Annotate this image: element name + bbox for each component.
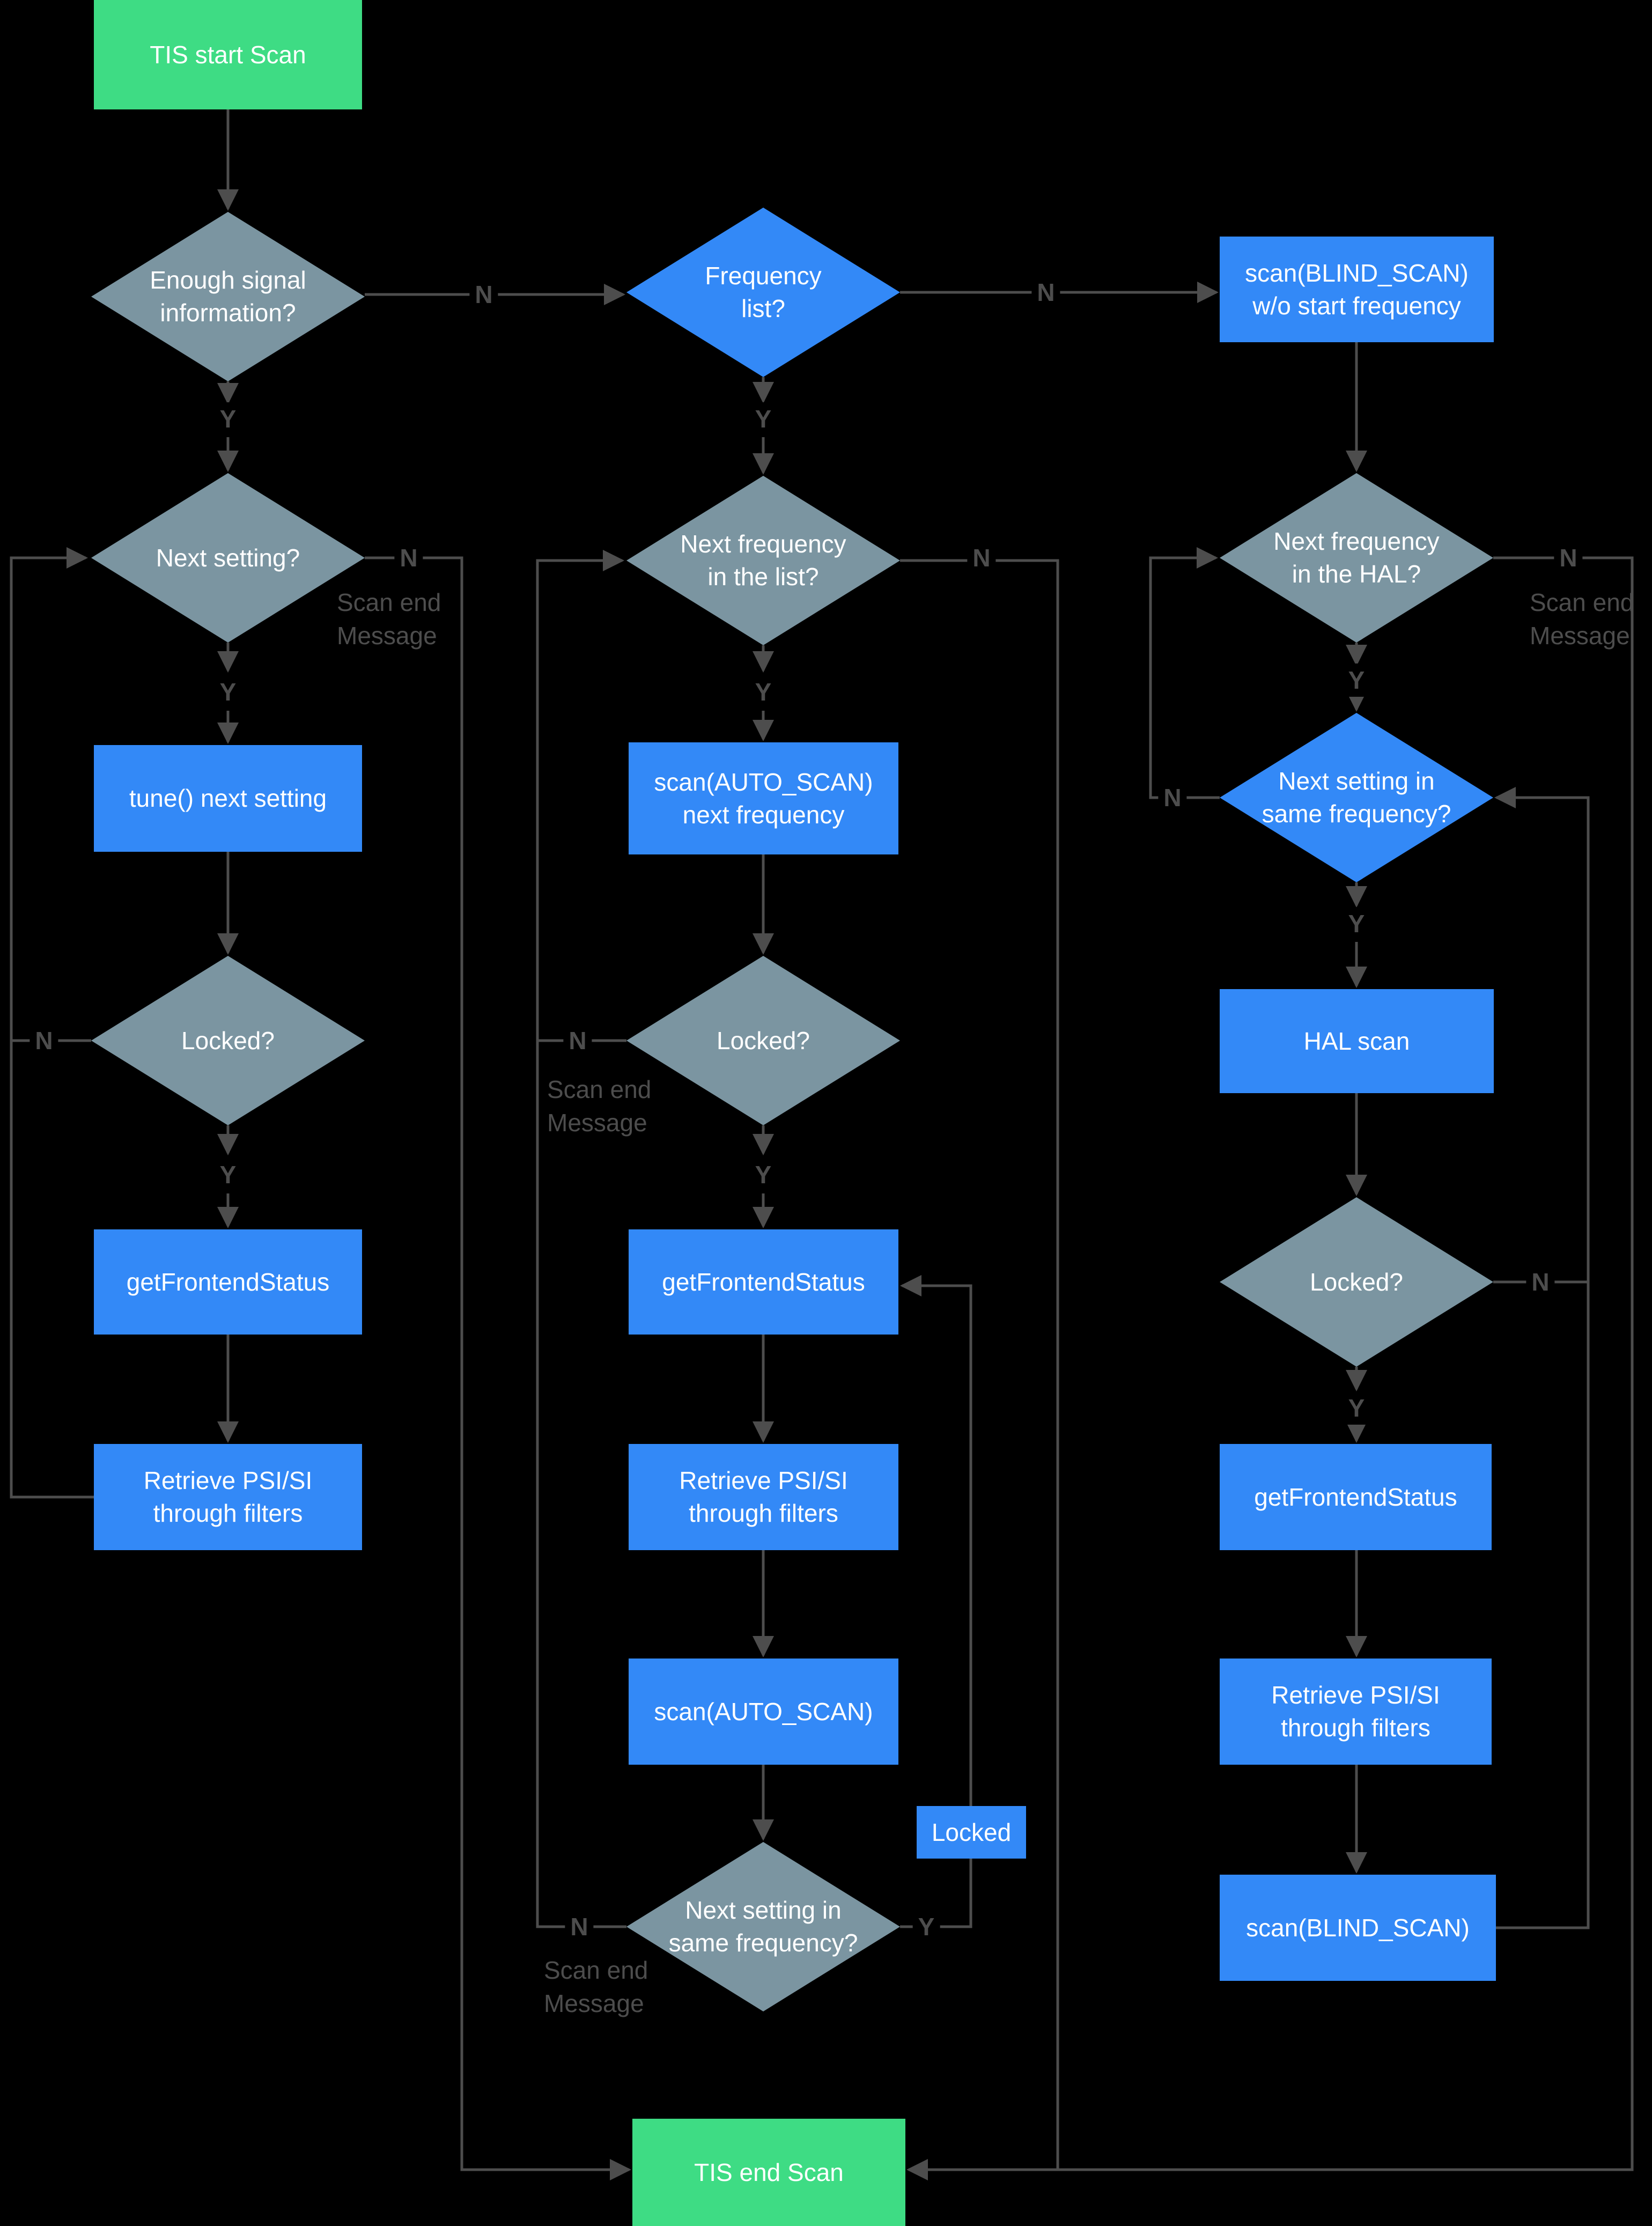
edge-label-n-same-freq-gray: N [565, 1910, 594, 1943]
node-end-label: TIS end Scan [694, 2158, 844, 2186]
node-tune-next-setting: tune() next setting [94, 745, 362, 852]
edge-label-n-locked-2: N [563, 1024, 592, 1057]
node-getfrontendstatus-3: getFrontendStatus [1220, 1444, 1492, 1550]
node-retrieve-psi-si-2: Retrieve PSI/SI through filters [629, 1444, 898, 1550]
decision-next-frequency-hal-label: Next frequency in the HAL? [1273, 527, 1440, 588]
node-tune-next-setting-label: tune() next setting [129, 784, 327, 813]
edge-label-y-locked-1: Y [214, 1158, 242, 1191]
edge-label-n-freqlist-to-blind: N [1031, 276, 1060, 309]
edge-label-y-enough: Y [214, 402, 242, 436]
node-blind-scan-wo-start-freq: scan(BLIND_SCAN) w/o start frequency [1220, 237, 1494, 342]
node-locked-tag: Locked [917, 1806, 1026, 1859]
decision-locked-3-label: Locked? [1310, 1267, 1403, 1296]
node-getfrontendstatus-3-label: getFrontendStatus [1254, 1483, 1457, 1511]
edge-label-y-locked-3: Y [1343, 1391, 1370, 1425]
node-blind-scan-wo-start-freq-label: scan(BLIND_SCAN) w/o start frequency [1245, 259, 1469, 320]
node-retrieve-psi-si-3: Retrieve PSI/SI through filters [1220, 1659, 1492, 1765]
node-getfrontendstatus-1: getFrontendStatus [94, 1229, 362, 1335]
node-blind-scan-2-label: scan(BLIND_SCAN) [1246, 1913, 1470, 1942]
node-scan-auto-2: scan(AUTO_SCAN) [629, 1659, 898, 1765]
node-hal-scan: HAL scan [1220, 989, 1494, 1093]
decision-locked-1-label: Locked? [181, 1026, 275, 1055]
edge-same-freq-gray-n-loop-to-next-freq-list [536, 550, 626, 1928]
edge-label-n-next-freq-hal: N [1554, 541, 1583, 574]
edge-label-n-enough-to-freqlist: N [469, 278, 498, 311]
note-scan-end-message-mid-upper: Scan end Message [547, 1075, 652, 1137]
edge-label-y-locked-2: Y [749, 1158, 777, 1191]
decision-next-setting-same-frequency-blue-label: Next setting in same frequency? [1262, 767, 1451, 828]
decision-next-setting-label: Next setting? [156, 543, 300, 572]
node-end: TIS end Scan [632, 2119, 905, 2226]
edge-same-freq-blue-n-loop-to-next-freq-hal [1149, 547, 1220, 799]
node-scan-auto-next-frequency-label: scan(AUTO_SCAN) next frequency [654, 768, 873, 829]
edge-label-n-same-freq-blue: N [1158, 781, 1187, 814]
edge-label-y-next-freq-hal: Y [1343, 664, 1370, 697]
edge-label-n-locked-3: N [1526, 1265, 1555, 1299]
node-getfrontendstatus-2: getFrontendStatus [629, 1229, 898, 1335]
edge-blindscan2-loop-to-same-freq-blue [1494, 787, 1590, 1929]
edge-label-n-locked-1: N [30, 1024, 58, 1057]
note-scan-end-message-right: Scan end Message [1530, 588, 1634, 650]
decision-locked-2-label: Locked? [717, 1026, 810, 1055]
edge-label-n-next-freq-list: N [967, 541, 996, 574]
node-retrieve-psi-si-2-label: Retrieve PSI/SI through filters [679, 1466, 848, 1527]
decision-next-frequency-list-label: Next frequency in the list? [680, 530, 846, 591]
decision-frequency-list-label: Frequency list? [705, 262, 822, 322]
edge-label-n-next-setting: N [394, 541, 423, 574]
node-start-label: TIS start Scan [150, 40, 306, 69]
node-scan-auto-2-label: scan(AUTO_SCAN) [654, 1697, 873, 1726]
node-scan-auto-next-frequency: scan(AUTO_SCAN) next frequency [629, 742, 898, 854]
node-getfrontendstatus-1-label: getFrontendStatus [126, 1267, 330, 1296]
note-scan-end-message-mid-lower: Scan end Message [544, 1956, 648, 2018]
edge-retrieve1-loop-to-next-setting [10, 547, 94, 1499]
edge-label-y-same-freq-blue: Y [1343, 907, 1370, 940]
node-getfrontendstatus-2-label: getFrontendStatus [662, 1267, 865, 1296]
node-retrieve-psi-si-1-label: Retrieve PSI/SI through filters [143, 1466, 313, 1527]
decision-next-setting-same-frequency-gray-label: Next setting in same frequency? [668, 1896, 858, 1957]
note-scan-end-message-left: Scan end Message [337, 588, 441, 650]
edge-label-y-freqlist: Y [749, 402, 777, 436]
node-start: TIS start Scan [94, 0, 362, 109]
node-locked-tag-label: Locked [931, 1818, 1012, 1846]
edge-label-y-same-freq-gray: Y [912, 1910, 940, 1943]
decision-enough-signal-label: Enough signal information? [150, 266, 306, 327]
node-retrieve-psi-si-3-label: Retrieve PSI/SI through filters [1271, 1681, 1440, 1742]
node-blind-scan-2: scan(BLIND_SCAN) [1220, 1875, 1496, 1981]
edge-label-y-next-freq-list: Y [749, 675, 777, 709]
node-retrieve-psi-si-1: Retrieve PSI/SI through filters [94, 1444, 362, 1550]
edge-next-freq-list-n-scan-end-down [900, 559, 1059, 2170]
node-hal-scan-label: HAL scan [1303, 1027, 1410, 1055]
edge-label-y-next-setting: Y [214, 675, 242, 709]
